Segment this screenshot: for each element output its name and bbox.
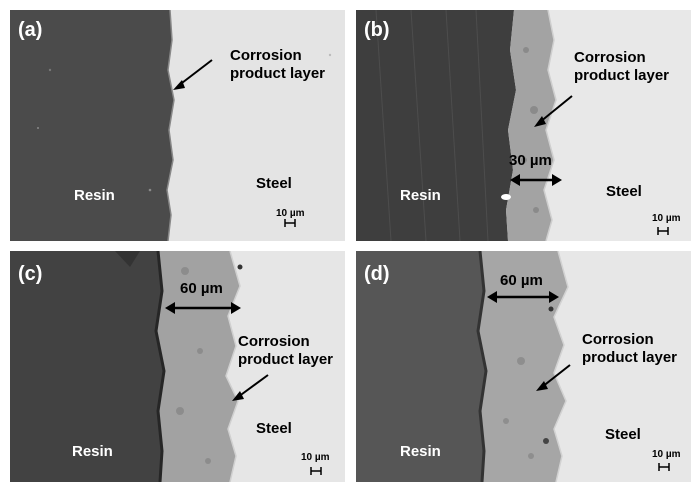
annotation-line1: Corrosion bbox=[230, 47, 302, 64]
micrograph-image-b bbox=[356, 10, 691, 241]
micrograph-panel-c: (c) 60 µm Corrosion product layer Steel … bbox=[10, 251, 345, 482]
scale-bar-label: 10 µm bbox=[652, 213, 681, 224]
annotation-line1: Corrosion bbox=[582, 331, 654, 348]
resin-label: Resin bbox=[72, 443, 113, 460]
steel-label: Steel bbox=[256, 175, 292, 192]
layer-thickness-label: 60 µm bbox=[500, 272, 543, 289]
panel-label: (b) bbox=[364, 19, 390, 41]
steel-label: Steel bbox=[605, 426, 641, 443]
resin-label: Resin bbox=[400, 187, 441, 204]
scale-bar-label: 10 µm bbox=[652, 449, 681, 460]
scale-bar-label: 10 µm bbox=[276, 208, 305, 219]
resin-label: Resin bbox=[400, 443, 441, 460]
micrograph-panel-a: (a) Corrosion product layer Resin Steel … bbox=[10, 10, 345, 241]
annotation-line2: product layer bbox=[230, 65, 326, 82]
steel-label: Steel bbox=[606, 183, 642, 200]
layer-thickness-label: 60 µm bbox=[180, 280, 223, 297]
panel-label: (c) bbox=[18, 263, 43, 285]
micrograph-image-d bbox=[356, 251, 691, 482]
micrograph-panel-b: (b) Corrosion product layer 30 µm Resin … bbox=[356, 10, 691, 241]
annotation-line2: product layer bbox=[574, 67, 670, 84]
micrograph-panel-d: (d) 60 µm Corrosion product layer Steel … bbox=[356, 251, 691, 482]
layer-thickness-label: 30 µm bbox=[509, 152, 552, 169]
panel-label: (d) bbox=[364, 263, 390, 285]
scale-bar-label: 10 µm bbox=[301, 452, 330, 463]
annotation-line2: product layer bbox=[238, 351, 334, 368]
annotation-line1: Corrosion bbox=[238, 333, 310, 350]
panel-label: (a) bbox=[18, 19, 43, 41]
annotation-line2: product layer bbox=[582, 349, 678, 366]
micrograph-image-a bbox=[10, 10, 345, 241]
resin-label: Resin bbox=[74, 187, 115, 204]
annotation-line1: Corrosion bbox=[574, 49, 646, 66]
steel-label: Steel bbox=[256, 420, 292, 437]
